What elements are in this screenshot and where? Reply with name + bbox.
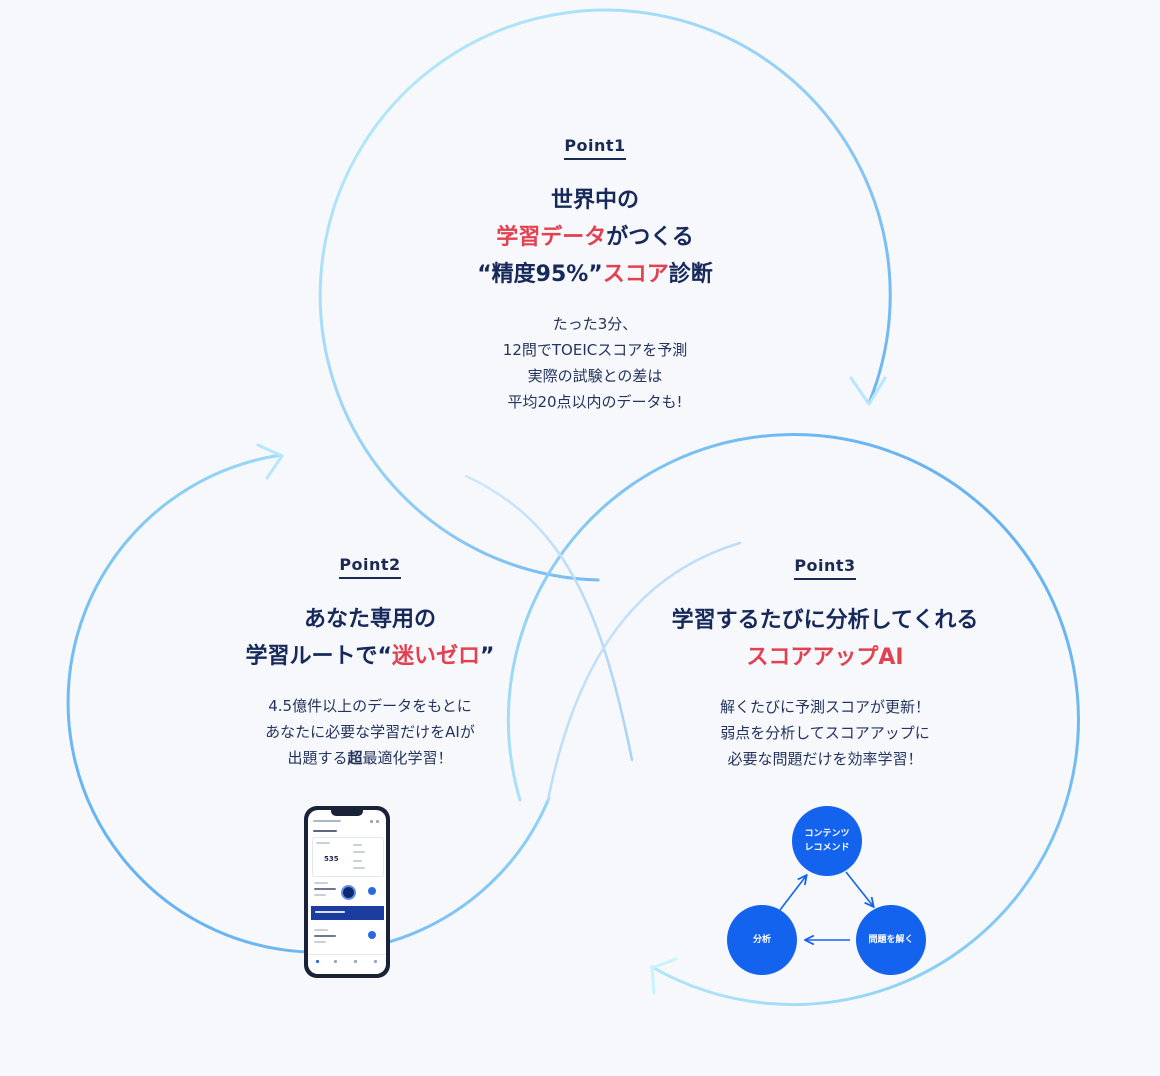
- phone-action-button: [368, 931, 376, 939]
- phone-tab-icon: [354, 960, 357, 963]
- point1-desc-line: たった3分、: [552, 315, 638, 333]
- point2-title-line2-post: ”: [480, 644, 495, 669]
- phone-header-icon: [370, 820, 373, 823]
- point1-title-line2-rest: がつくる: [606, 225, 694, 250]
- ring-left-arrowhead: [256, 443, 284, 480]
- point1-title-line3: “精度95%”スコア診断: [400, 256, 790, 293]
- phone-tab-icon: [316, 960, 319, 963]
- point3-desc-line: 解くたびに予測スコアが更新！: [719, 698, 930, 716]
- point2-title-line2-pre: 学習ルートで“: [245, 644, 392, 669]
- point1-title: 世界中の 学習データがつくる “精度95%”スコア診断: [400, 182, 790, 293]
- point3-title-line1: 学習するたびに分析してくれる: [671, 608, 979, 633]
- point3-desc-line: 弱点を分析してスコアアップに: [720, 724, 930, 742]
- point1-title-highlight: 学習データ: [496, 225, 607, 250]
- point3-desc-line: 必要な問題だけを効率学習！: [727, 750, 923, 768]
- point2-block: Point2 あなた専用の 学習ルートで“迷いゼロ” 4.5億件以上のデータをも…: [150, 555, 590, 771]
- point3-description: 解くたびに予測スコアが更新！ 弱点を分析してスコアアップに 必要な問題だけを効率…: [610, 694, 1040, 772]
- cycle-node-solve-problems: 問題を解く: [856, 905, 926, 975]
- phone-list-title: [314, 935, 336, 937]
- point1-title-line2: 学習データがつくる: [400, 219, 790, 256]
- phone-notch: [331, 809, 363, 816]
- point1-label: Point1: [564, 136, 626, 160]
- point2-title-highlight: 迷いゼロ: [391, 644, 480, 669]
- phone-banner-text: [315, 911, 345, 913]
- phone-list-label: [314, 929, 328, 931]
- phone-header-icon: [376, 820, 379, 823]
- ring-right-arrowhead: [650, 957, 678, 995]
- point1-title-line3-pre: “精度95%”: [477, 262, 603, 287]
- phone-tab-icon: [374, 960, 377, 963]
- phone-progress-ring: [341, 885, 356, 900]
- phone-card-label: [316, 842, 330, 844]
- point1-title-line3-post: 診断: [668, 262, 713, 287]
- phone-screen: 535: [308, 810, 386, 974]
- phone-card-detail: [353, 844, 362, 846]
- point2-title-line1: あなた専用の: [303, 607, 436, 632]
- cycle-node-content-recommend: コンテンツ レコメンド: [792, 806, 862, 876]
- ring-top-arrowhead: [849, 376, 887, 406]
- cycle-node-analysis: 分析: [727, 905, 797, 975]
- point2-desc-line3: 出題する超最適化学習！: [150, 745, 590, 771]
- phone-list-sub: [314, 941, 326, 943]
- point3-title: 学習するたびに分析してくれる スコアアップAI: [610, 602, 1040, 676]
- point3-title-highlight: スコアアップAI: [746, 645, 904, 670]
- point1-desc-line: 実際の試験との差は: [527, 367, 663, 385]
- phone-score-value: 535: [324, 855, 339, 863]
- phone-list-sub: [314, 894, 326, 896]
- point2-title: あなた専用の 学習ルートで“迷いゼロ”: [150, 601, 590, 675]
- phone-tab-icon: [334, 960, 337, 963]
- point2-desc-line: あなたに必要な学習だけをAIが: [265, 723, 475, 741]
- point2-desc-emphasis: 超: [347, 749, 363, 767]
- point1-desc-line: 平均20点以内のデータも!: [507, 393, 683, 411]
- phone-list-label: [314, 882, 328, 884]
- phone-list-title: [314, 888, 336, 890]
- phone-card-detail: [353, 860, 362, 862]
- point1-title-line3-highlight: スコア: [602, 262, 669, 287]
- point2-description: 4.5億件以上のデータをもとに あなたに必要な学習だけをAIが 出題する超最適化…: [150, 693, 590, 771]
- inner-arc-b: [546, 541, 742, 802]
- ring-right: [506, 433, 1080, 1006]
- point3-block: Point3 学習するたびに分析してくれる スコアアップAI 解くたびに予測スコ…: [610, 556, 1040, 772]
- phone-card-detail: [353, 867, 365, 869]
- point2-title-line2: 学習ルートで“迷いゼロ”: [150, 638, 590, 675]
- phone-section-title: [313, 830, 337, 832]
- point2-label: Point2: [339, 555, 401, 579]
- point1-block: Point1 世界中の 学習データがつくる “精度95%”スコア診断 たった3分…: [400, 136, 790, 415]
- phone-action-button: [368, 887, 376, 895]
- point2-desc-line3-pre: 出題する: [287, 749, 348, 767]
- point1-title-line1: 世界中の: [550, 188, 639, 213]
- ring-top: [318, 8, 892, 582]
- smartphone-app-mockup: 535: [304, 806, 390, 978]
- phone-card-detail: [353, 851, 365, 853]
- phone-banner: [311, 906, 384, 920]
- ring-left: [66, 453, 551, 954]
- point1-description: たった3分、 12問でTOEICスコアを予測 実際の試験との差は 平均20点以内…: [400, 311, 790, 415]
- phone-tabbar-divider: [308, 954, 386, 955]
- point1-desc-line: 12問でTOEICスコアを予測: [502, 341, 688, 359]
- inner-arc-a: [464, 474, 634, 762]
- point2-desc-line3-post: 最適化学習！: [362, 749, 453, 767]
- point3-label: Point3: [794, 556, 856, 580]
- phone-header-text: [313, 820, 341, 822]
- phone-score-card: [312, 837, 384, 877]
- point2-desc-line: 4.5億件以上のデータをもとに: [268, 697, 472, 715]
